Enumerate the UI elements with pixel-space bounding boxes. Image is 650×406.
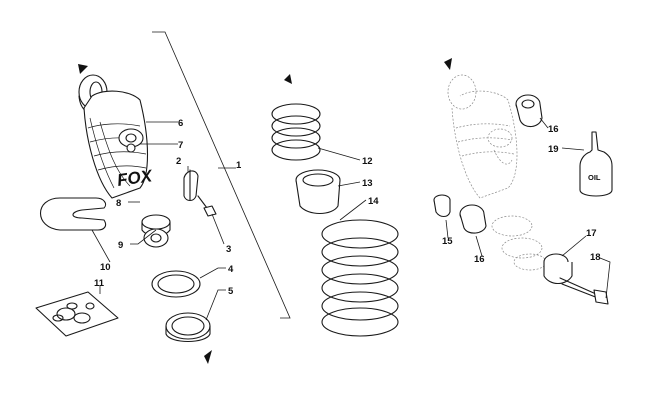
spacer-sleeve: [543, 253, 573, 285]
callout-15: 15: [442, 236, 453, 247]
spring-seat: [271, 103, 321, 161]
coil-spring: [321, 219, 399, 337]
callout-11: 11: [94, 278, 105, 289]
callout-19: 19: [548, 144, 559, 155]
shock-assembly: FOX: [35, 31, 291, 364]
bottom-eyelet: [143, 228, 169, 248]
callout-7: 7: [178, 140, 183, 151]
small-bushing: [433, 194, 451, 218]
callout-13: 13: [362, 178, 373, 189]
shock-body: FOX: [83, 90, 155, 199]
callout-numbers: 1 2 3 4 5 6 7 8 9 10 11 12 13 14 15 16 1…: [94, 118, 601, 297]
bottom-bushing: [459, 204, 487, 234]
callout-2: 2: [176, 156, 181, 167]
callout-14: 14: [368, 196, 379, 207]
assembly-bracket: [152, 31, 291, 319]
installation-view: OIL: [433, 58, 613, 305]
spacer-kit: [35, 291, 119, 337]
bottom-orientation-arrow: [204, 350, 212, 364]
callout-16a: 16: [548, 124, 559, 135]
oil-label: OIL: [588, 173, 601, 182]
spring-retainer-clip: [39, 197, 107, 231]
top-orientation-arrow: [78, 64, 88, 74]
callout-12: 12: [362, 156, 373, 167]
oil-bottle: OIL: [579, 131, 613, 197]
callout-16b: 16: [474, 254, 485, 265]
callout-8: 8: [116, 198, 121, 209]
valve-cap: [126, 143, 136, 153]
fox-logo: FOX: [116, 166, 155, 190]
callout-leaders: [91, 117, 611, 321]
spring-assembly: [271, 74, 399, 337]
adjuster-screw: [203, 205, 217, 217]
lock-ring: [165, 312, 211, 343]
install-orientation-arrow: [444, 58, 452, 70]
callout-18: 18: [590, 252, 601, 263]
callout-17: 17: [586, 228, 597, 239]
callout-5: 5: [228, 286, 234, 297]
callout-10: 10: [100, 262, 111, 273]
callout-6: 6: [178, 118, 183, 129]
callout-1: 1: [236, 160, 242, 171]
mounting-bolt: [559, 277, 609, 305]
top-bushing: [515, 94, 543, 128]
spring-spacer: [295, 169, 341, 215]
adjuster-ring: [151, 270, 201, 298]
adjuster-knob: [183, 169, 217, 217]
callout-9: 9: [118, 240, 123, 251]
callout-3: 3: [226, 244, 231, 255]
spring-orientation-arrow: [284, 74, 292, 84]
callout-4: 4: [228, 264, 234, 275]
